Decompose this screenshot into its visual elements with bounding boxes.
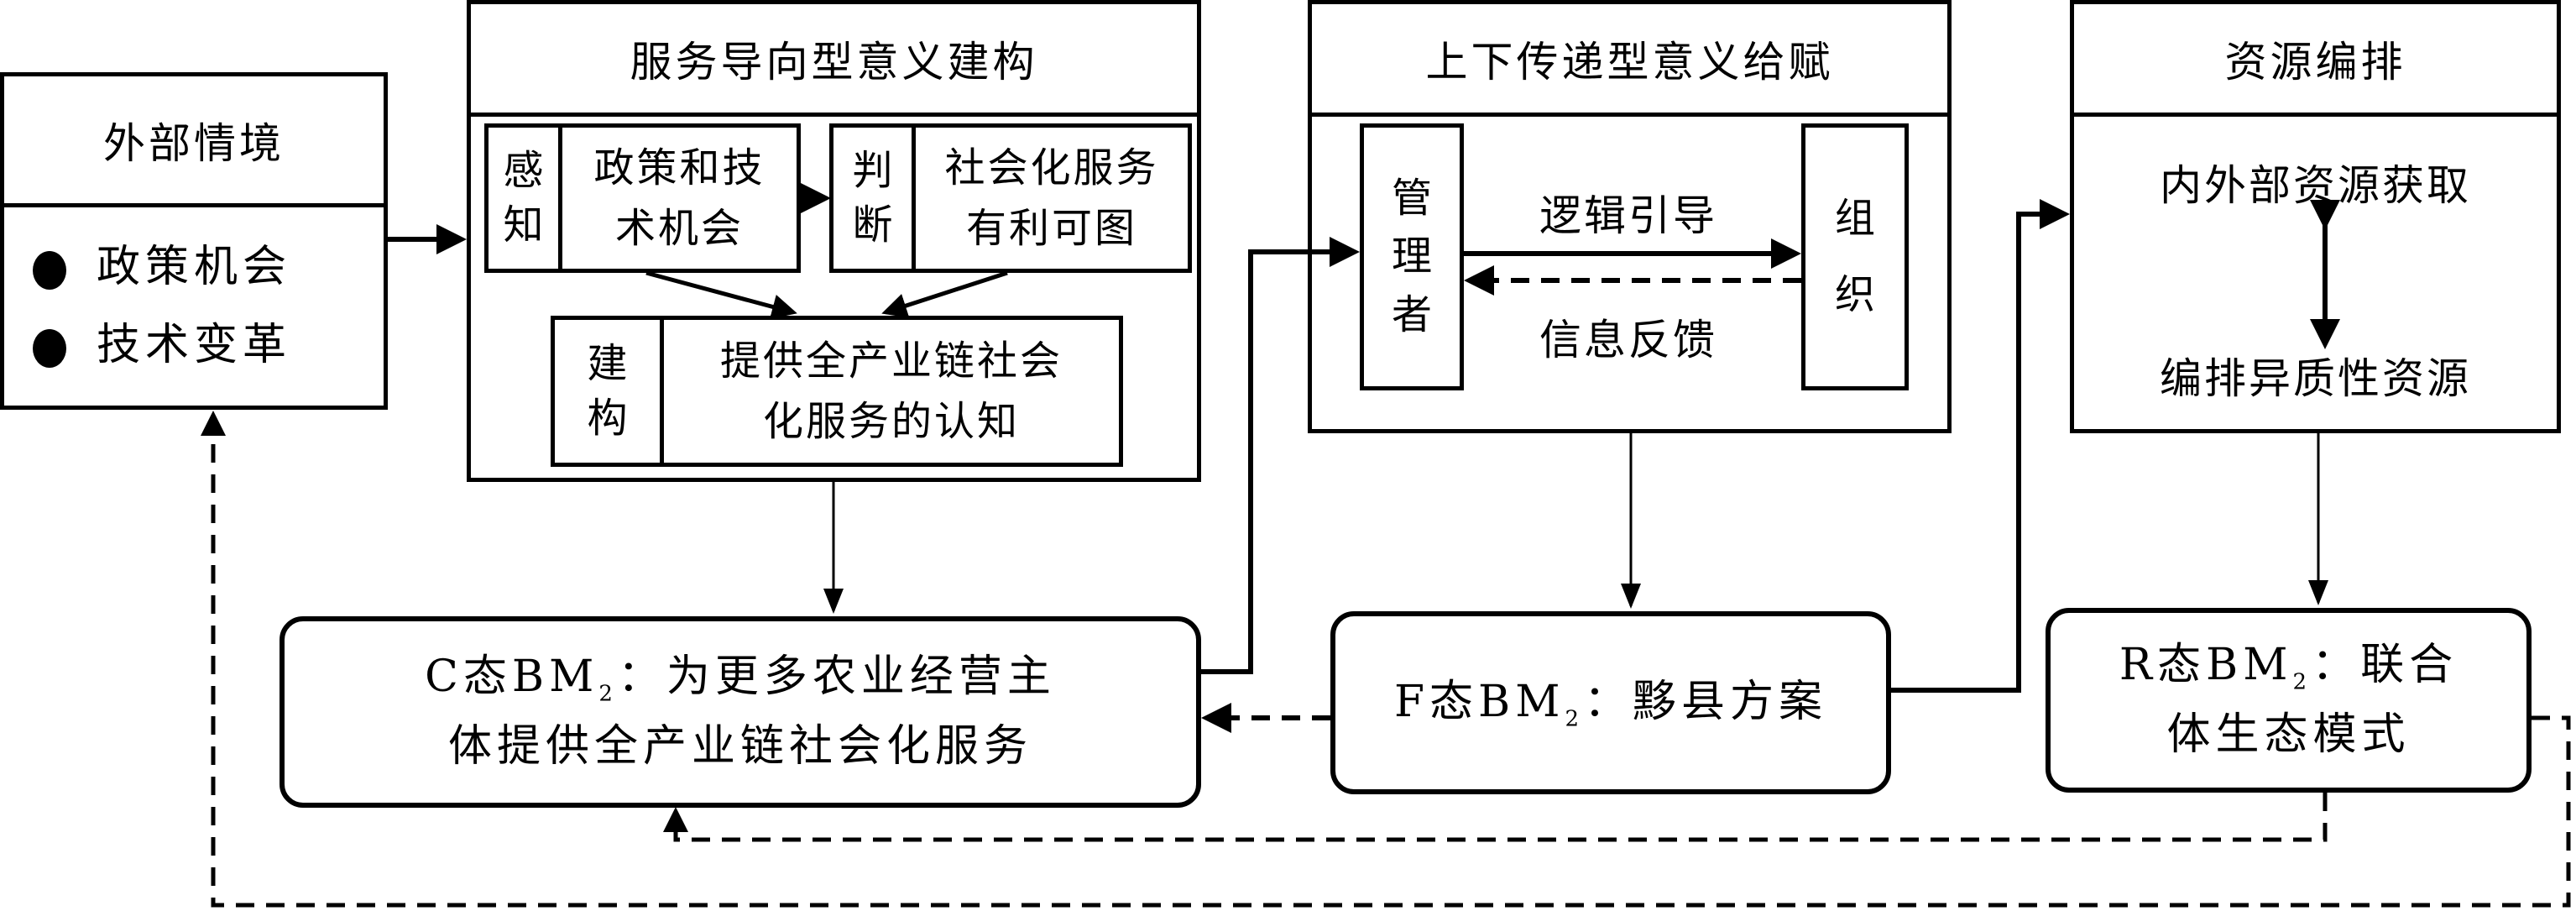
label-char: 理 <box>1391 233 1432 280</box>
text-line: 有利可图 <box>965 205 1137 252</box>
c-state-bm-box: C态BM2：为更多农业经营主 体提供全产业链社会化服务 <box>280 616 1201 808</box>
c-state-line2: 体提供全产业链社会化服务 <box>447 721 1032 772</box>
state-prefix: C态BM <box>425 651 599 702</box>
r-state-line1: R态BM2：联合 <box>2119 631 2458 700</box>
perceive-text: 政策和技 术机会 <box>562 128 797 269</box>
label-char: 构 <box>587 395 628 442</box>
manager-box: 管 理 者 <box>1360 123 1464 390</box>
manager-label: 管 理 者 <box>1364 128 1460 386</box>
label-char: 判 <box>852 147 893 195</box>
resource-acquisition-label: 内外部资源获取 <box>2160 161 2471 210</box>
construct-box: 建 构 提供全产业链社会 化服务的认知 <box>551 316 1123 467</box>
text-line: 政策和技 <box>593 144 765 191</box>
text-line: 社会化服务 <box>944 144 1159 191</box>
label-char: 组 <box>1834 194 1875 242</box>
bullet-icon <box>33 328 66 368</box>
state-subscript: 2 <box>598 681 618 707</box>
state-text: ：黟县方案 <box>1584 677 1828 728</box>
organization-label: 组 织 <box>1805 128 1905 386</box>
sensegiving-title-text: 上下传递型意义给赋 <box>1425 37 1834 86</box>
state-prefix: R态BM <box>2119 639 2293 690</box>
external-situation-title: 外部情境 <box>4 76 384 207</box>
judge-text: 社会化服务 有利可图 <box>916 128 1188 269</box>
judge-box: 判 断 社会化服务 有利可图 <box>829 123 1192 273</box>
label-char: 建 <box>587 340 628 388</box>
sensegiving-title: 上下传递型意义给赋 <box>1312 4 1947 117</box>
label-char: 断 <box>852 202 893 249</box>
label-char: 者 <box>1391 291 1432 338</box>
perceive-box: 感 知 政策和技 术机会 <box>484 123 801 273</box>
external-situation-box: 外部情境 政策机会 技术变革 <box>0 72 388 410</box>
r-state-bm-box: R态BM2：联合 体生态模式 <box>2046 608 2532 793</box>
f-state-line: F态BM2：黟县方案 <box>1394 668 1827 737</box>
label-char: 管 <box>1391 174 1432 222</box>
sensemaking-title: 服务导向型意义建构 <box>471 4 1197 117</box>
orchestration-title-text: 资源编排 <box>2224 37 2406 86</box>
external-items: 政策机会 技术变革 <box>33 233 291 380</box>
state-subscript: 2 <box>2292 669 2312 695</box>
label-char: 感 <box>503 147 544 195</box>
state-text: ：联合 <box>2312 639 2458 690</box>
external-title-text: 外部情境 <box>103 118 285 168</box>
external-item-text: 技术变革 <box>97 320 292 371</box>
bullet-icon <box>33 250 66 290</box>
construct-label: 建 构 <box>555 320 664 463</box>
label-char: 知 <box>503 202 544 249</box>
text-line: 术机会 <box>614 205 744 252</box>
construct-text: 提供全产业链社会 化服务的认知 <box>664 320 1119 463</box>
external-item-policy: 政策机会 <box>33 233 291 302</box>
label-char: 织 <box>1834 271 1875 318</box>
perceive-label: 感 知 <box>489 128 562 269</box>
heterogeneous-resource-label: 编排异质性资源 <box>2160 354 2471 403</box>
state-text: ：为更多农业经营主 <box>617 651 1056 702</box>
sensemaking-title-text: 服务导向型意义建构 <box>630 37 1038 86</box>
text-line: 化服务的认知 <box>762 398 1020 445</box>
info-feedback-label: 信息反馈 <box>1539 316 1717 364</box>
orchestration-title: 资源编排 <box>2074 4 2557 117</box>
text-line: 提供全产业链社会 <box>719 338 1063 385</box>
judge-label: 判 断 <box>833 128 916 269</box>
c-state-line1: C态BM2：为更多农业经营主 <box>425 642 1056 712</box>
state-prefix: F态BM <box>1393 677 1565 728</box>
organization-box: 组 织 <box>1801 123 1909 390</box>
external-item-tech: 技术变革 <box>33 311 291 380</box>
f-state-bm-box: F态BM2：黟县方案 <box>1330 611 1891 794</box>
r-state-line2: 体生态模式 <box>2166 709 2411 760</box>
state-subscript: 2 <box>1565 706 1585 732</box>
logic-guidance-label: 逻辑引导 <box>1539 191 1717 240</box>
external-item-text: 政策机会 <box>97 242 292 292</box>
